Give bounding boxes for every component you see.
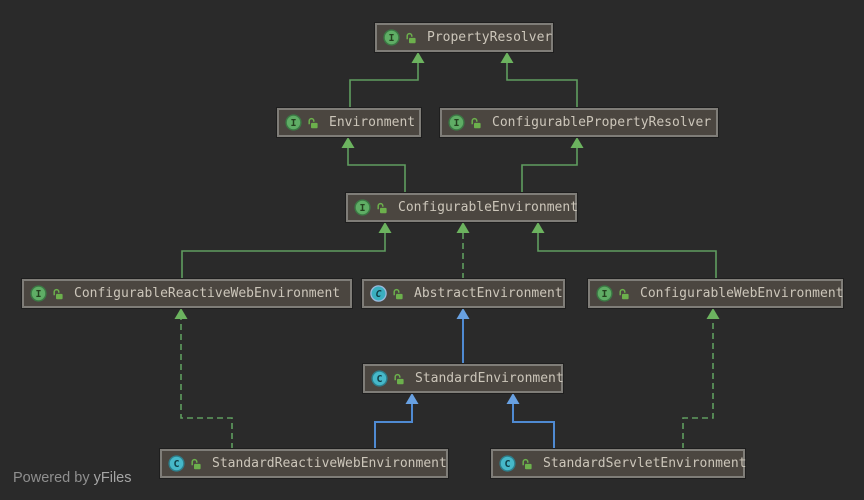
node-configurable-reactive-web-environment[interactable]: I ConfigurableReactiveWebEnvironment xyxy=(22,279,352,308)
node-label: ConfigurableEnvironment xyxy=(398,200,579,215)
svg-text:C: C xyxy=(173,459,179,470)
edge-configurableenvironment-to-environment xyxy=(347,145,406,193)
unlocked-padlock-icon xyxy=(394,373,404,384)
unlocked-padlock-icon xyxy=(377,202,387,213)
yfiles-link[interactable]: yFiles xyxy=(93,470,132,486)
unlocked-padlock-icon xyxy=(393,288,403,299)
node-property-resolver[interactable]: I PropertyResolver xyxy=(375,23,553,52)
arrowhead xyxy=(456,308,470,319)
arrowhead xyxy=(531,222,545,233)
arrowhead xyxy=(405,393,419,404)
unlocked-padlock-icon xyxy=(191,458,201,469)
arrowhead xyxy=(570,137,584,148)
svg-text:I: I xyxy=(601,289,607,300)
interface-icon: I xyxy=(448,114,465,131)
svg-text:C: C xyxy=(376,374,382,385)
arrowhead xyxy=(378,222,392,233)
interface-icon: I xyxy=(354,199,371,216)
arrowhead xyxy=(174,308,188,319)
edge-configurablewebenvironment-to-configurableenvironment xyxy=(537,230,717,279)
unlocked-padlock-icon xyxy=(619,288,629,299)
node-label: StandardReactiveWebEnvironment xyxy=(212,456,447,471)
node-configurable-property-resolver[interactable]: I ConfigurablePropertyResolver xyxy=(440,108,718,137)
svg-text:I: I xyxy=(359,203,365,214)
powered-by-text: Powered by xyxy=(13,470,94,486)
unlocked-padlock-icon xyxy=(522,458,532,469)
node-label: AbstractEnvironment xyxy=(414,286,563,301)
interface-icon: I xyxy=(596,285,613,302)
edge-configurablereactivewebenvironment-to-configurableenvironment xyxy=(181,230,386,279)
class-icon: C xyxy=(168,455,185,472)
class-icon: C xyxy=(499,455,516,472)
unlocked-padlock-icon xyxy=(308,117,318,128)
node-standard-environment[interactable]: C StandardEnvironment xyxy=(363,364,564,393)
node-configurable-web-environment[interactable]: I ConfigurableWebEnvironment xyxy=(588,279,844,308)
interface-icon: I xyxy=(383,29,400,46)
arrowhead xyxy=(500,52,514,63)
class-icon: C xyxy=(371,370,388,387)
arrowhead xyxy=(411,52,425,63)
svg-text:I: I xyxy=(290,118,296,129)
node-label: ConfigurableWebEnvironment xyxy=(640,286,844,301)
unlocked-padlock-icon xyxy=(471,117,481,128)
edge-configurableenvironment-to-configurablepropertyresolver xyxy=(521,145,578,193)
edge-standardreactivewebenvironment-to-configurablereactivewebenvironment xyxy=(180,316,233,449)
interface-icon: I xyxy=(285,114,302,131)
node-label: StandardEnvironment xyxy=(415,371,564,386)
node-label: ConfigurablePropertyResolver xyxy=(492,115,712,130)
arrowhead xyxy=(341,137,355,148)
unlocked-padlock-icon xyxy=(406,32,416,43)
abstract-class-icon: C xyxy=(370,285,387,302)
node-standard-servlet-environment[interactable]: C StandardServletEnvironment xyxy=(491,449,747,478)
svg-text:I: I xyxy=(35,289,41,300)
edge-environment-to-propertyresolver xyxy=(349,60,419,108)
arrowhead xyxy=(506,393,520,404)
node-standard-reactive-web-environment[interactable]: C StandardReactiveWebEnvironment xyxy=(160,449,448,478)
edge-standardservletenvironment-to-configurablewebenvironment xyxy=(682,316,714,449)
node-environment[interactable]: I Environment xyxy=(277,108,421,137)
node-label: ConfigurableReactiveWebEnvironment xyxy=(74,286,341,301)
powered-by-attribution: Powered by yFiles xyxy=(13,470,131,486)
arrowhead xyxy=(456,222,470,233)
node-label: PropertyResolver xyxy=(427,30,553,45)
svg-text:C: C xyxy=(375,289,381,300)
svg-text:I: I xyxy=(388,33,394,44)
svg-text:C: C xyxy=(504,459,510,470)
node-label: Environment xyxy=(329,115,416,130)
node-configurable-environment[interactable]: I ConfigurableEnvironment xyxy=(346,193,579,222)
edge-configurablepropertyresolver-to-propertyresolver xyxy=(506,60,578,108)
svg-text:I: I xyxy=(453,118,459,129)
unlocked-padlock-icon xyxy=(53,288,63,299)
interface-icon: I xyxy=(30,285,47,302)
edge-standardreactivewebenvironment-to-standardenvironment xyxy=(374,401,413,449)
node-label: StandardServletEnvironment xyxy=(543,456,747,471)
arrowhead xyxy=(706,308,720,319)
edge-standardservletenvironment-to-standardenvironment xyxy=(512,401,555,449)
node-abstract-environment[interactable]: C AbstractEnvironment xyxy=(362,279,565,308)
